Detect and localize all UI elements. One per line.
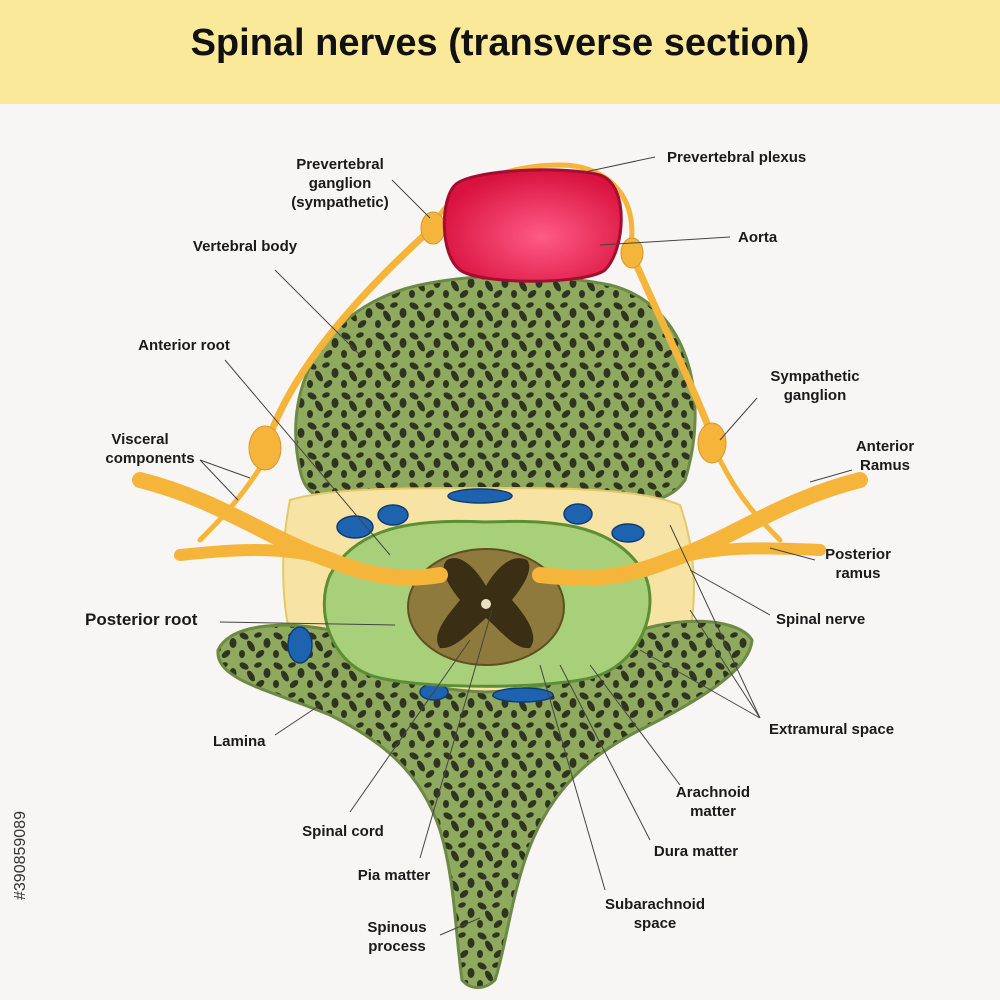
label-dura-matter: Dura matter — [654, 843, 738, 860]
label-anterior-ramus-l2: Ramus — [860, 457, 910, 474]
label-aorta: Aorta — [738, 229, 778, 246]
label-arachnoid-matter-l1: Arachnoid — [676, 784, 750, 801]
label-subarachnoid-space-l2: space — [634, 915, 677, 932]
label-arachnoid-matter-l2: matter — [690, 803, 736, 820]
label-prevertebral-ganglion-l3: (sympathetic) — [291, 194, 389, 211]
label-anterior-ramus-l1: Anterior — [856, 438, 915, 455]
label-visceral-components-l2: components — [105, 450, 194, 467]
label-spinous-process-l2: process — [368, 938, 426, 955]
label-pia-matter: Pia matter — [358, 867, 431, 884]
label-lamina: Lamina — [213, 733, 266, 750]
label-posterior-ramus-l1: Posterior — [825, 546, 891, 563]
label-spinal-nerve: Spinal nerve — [776, 611, 865, 628]
label-prevertebral-plexus: Prevertebral plexus — [667, 149, 806, 166]
ganglia — [248, 211, 727, 471]
label-subarachnoid-space-l1: Subarachnoid — [605, 896, 705, 913]
label-posterior-root: Posterior root — [85, 610, 198, 629]
label-spinous-process-l1: Spinous — [367, 919, 426, 936]
label-extramural-space: Extramural space — [769, 721, 894, 738]
label-sympathetic-ganglion-l1: Sympathetic — [770, 368, 859, 385]
page-title: Spinal nerves (transverse section) — [190, 22, 810, 64]
title-banner — [0, 0, 1000, 104]
label-spinal-cord: Spinal cord — [302, 823, 384, 840]
label-sympathetic-ganglion-l2: ganglion — [784, 387, 847, 404]
lamina-spinous-process — [216, 619, 754, 989]
label-anterior-root: Anterior root — [138, 337, 230, 354]
label-vertebral-body: Vertebral body — [193, 238, 298, 255]
label-prevertebral-ganglion-l1: Prevertebral — [296, 156, 384, 173]
label-posterior-ramus-l2: ramus — [835, 565, 880, 582]
vertebral-body — [294, 274, 697, 506]
aorta — [442, 168, 623, 283]
label-visceral-components-l1: Visceral — [111, 431, 168, 448]
stock-id-text: #390859089 — [12, 811, 29, 900]
label-prevertebral-ganglion-l2: ganglion — [309, 175, 372, 192]
leader-lines — [199, 156, 853, 936]
